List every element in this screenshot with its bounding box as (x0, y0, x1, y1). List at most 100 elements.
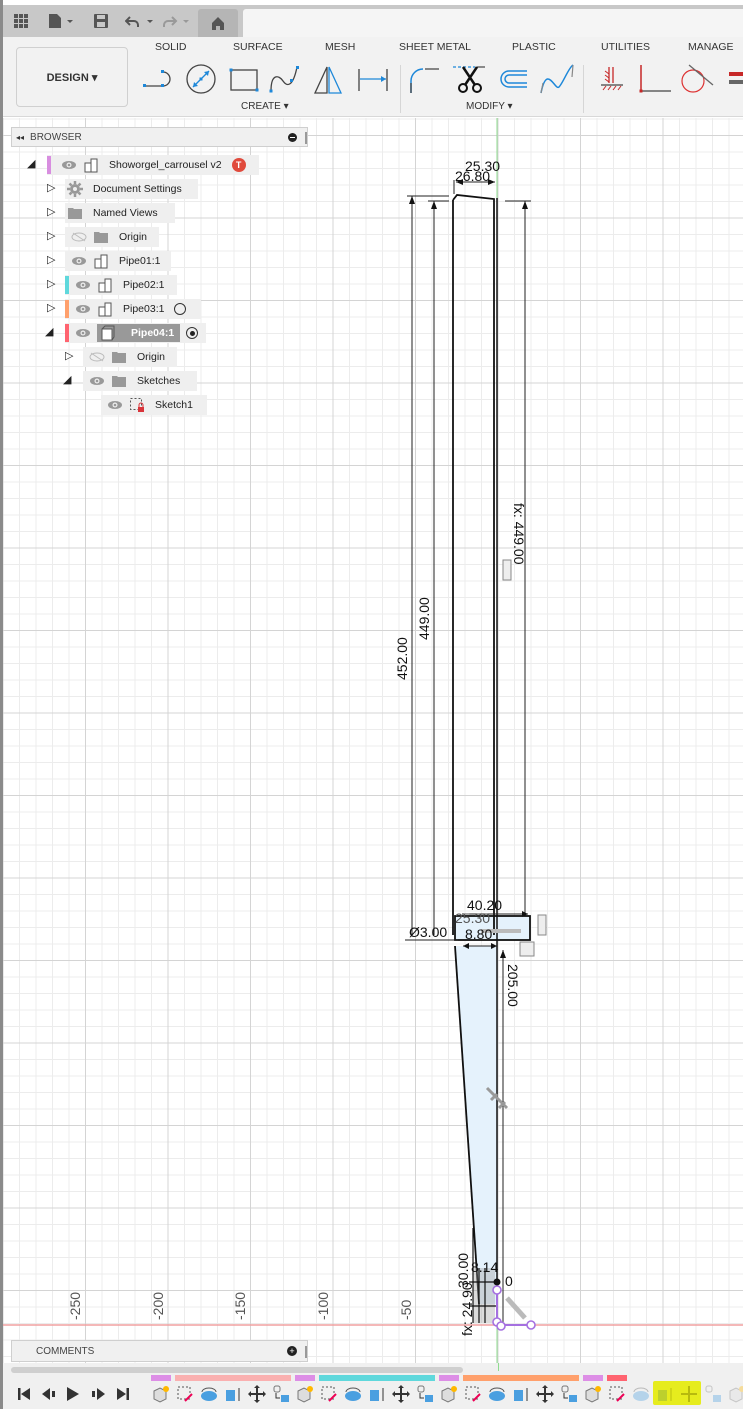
tangent-icon[interactable] (679, 63, 715, 95)
tab-mesh[interactable]: MESH (325, 41, 356, 53)
expand-triangle-open[interactable]: ◢ (45, 326, 54, 338)
revolve-feature-icon[interactable] (200, 1385, 218, 1403)
sketch-feature-icon[interactable] (464, 1385, 482, 1403)
dimension-fx-449[interactable]: fx: 449.00 (511, 503, 527, 565)
tree-item-pipe02[interactable]: Pipe02:1 (65, 275, 177, 295)
expand-triangle[interactable]: ▷ (47, 206, 56, 218)
tree-item-root[interactable]: Showorgel_carrousel v2 T (47, 155, 259, 175)
add-comment-icon[interactable]: + (287, 1346, 297, 1356)
move-feature-icon[interactable] (248, 1385, 266, 1403)
dimension-zero[interactable]: 0 (505, 1273, 513, 1289)
expand-triangle-open[interactable]: ◢ (27, 158, 36, 170)
extrude-feature-icon[interactable] (224, 1385, 242, 1403)
activate-radio-on[interactable] (186, 327, 199, 339)
tree-item-document-settings[interactable]: Document Settings (65, 179, 198, 199)
dimension-205[interactable]: 205.00 (505, 964, 521, 1007)
sketch-feature-icon[interactable] (608, 1385, 626, 1403)
align-feature-icon-rolled-back[interactable] (704, 1385, 722, 1403)
expand-triangle[interactable]: ▷ (47, 302, 56, 314)
step-back-icon[interactable] (41, 1387, 57, 1401)
tree-item-pipe04-origin[interactable]: Origin (83, 347, 177, 367)
dimension-top-outer[interactable]: 25.30 (465, 158, 501, 174)
new-component-icon[interactable] (440, 1385, 458, 1403)
tree-item-named-views[interactable]: Named Views (65, 203, 175, 223)
visibility-eye-icon[interactable] (75, 304, 91, 314)
go-to-start-icon[interactable] (17, 1387, 31, 1401)
dimension-8-14[interactable]: 8.14 (471, 1259, 499, 1275)
collapse-panel-icon[interactable]: ◂◂ (16, 132, 25, 142)
expand-triangle[interactable]: ▷ (47, 278, 56, 290)
tree-item-origin[interactable]: Origin (65, 227, 159, 247)
go-to-end-icon[interactable] (116, 1387, 130, 1401)
sketch-feature-icon[interactable] (176, 1385, 194, 1403)
revolve-feature-icon[interactable] (344, 1385, 362, 1403)
user-badge[interactable]: T (231, 158, 246, 172)
tree-item-sketches[interactable]: Sketches (83, 371, 197, 391)
circle-diameter-icon[interactable] (183, 63, 219, 95)
tree-item-sketch1[interactable]: Sketch1 (101, 395, 207, 415)
dimension-diameter[interactable]: Ø3.00 (409, 924, 448, 940)
trim-scissors-icon[interactable] (451, 63, 487, 95)
mirror-icon[interactable] (311, 63, 347, 95)
tree-item-pipe04[interactable]: Pipe04:1 (65, 323, 206, 343)
visibility-eye-icon[interactable] (71, 256, 87, 266)
timeline-scrollbar[interactable] (11, 1367, 463, 1373)
extrude-feature-icon[interactable] (512, 1385, 530, 1403)
new-component-icon[interactable] (584, 1385, 602, 1403)
new-component-icon-rolled-back[interactable] (728, 1385, 743, 1403)
tree-item-pipe03[interactable]: Pipe03:1 (65, 299, 201, 319)
tab-plastic[interactable]: PLASTIC (512, 41, 556, 53)
file-menu-button[interactable] (47, 5, 75, 37)
expand-triangle[interactable]: ▷ (47, 182, 56, 194)
hidden-eye-icon[interactable] (71, 232, 87, 242)
visibility-eye-icon[interactable] (89, 376, 105, 386)
comments-panel-header[interactable]: COMMENTS + (11, 1340, 308, 1362)
dimension-449[interactable]: 449.00 (416, 597, 432, 640)
home-tab[interactable] (198, 9, 238, 37)
extrude-feature-icon-rolled-back[interactable] (656, 1385, 674, 1403)
offset-icon[interactable] (495, 63, 531, 95)
redo-icon[interactable] (163, 5, 193, 37)
dimension-40-20[interactable]: 40.20 (467, 897, 503, 913)
perpendicular-icon[interactable] (637, 63, 673, 95)
undo-icon[interactable] (125, 5, 155, 37)
move-feature-icon[interactable] (536, 1385, 554, 1403)
tab-surface[interactable]: SURFACE (233, 41, 283, 53)
align-feature-icon[interactable] (272, 1385, 290, 1403)
visibility-eye-icon[interactable] (107, 400, 123, 410)
expand-triangle[interactable]: ▷ (47, 230, 56, 242)
move-feature-icon-rolled-back[interactable] (680, 1385, 698, 1403)
dimension-452[interactable]: 452.00 (394, 637, 410, 680)
modify-menu[interactable]: MODIFY ▾ (466, 101, 513, 112)
dimension-fx-24-9[interactable]: fx: 24.90 (459, 1282, 475, 1336)
panel-resize-handle[interactable] (305, 132, 307, 144)
play-icon[interactable] (66, 1386, 80, 1402)
fillet-icon[interactable] (407, 63, 443, 95)
visibility-eye-icon[interactable] (75, 280, 91, 290)
step-forward-icon[interactable] (91, 1387, 107, 1401)
tab-sheet-metal[interactable]: SHEET METAL (399, 41, 471, 53)
new-component-icon[interactable] (152, 1385, 170, 1403)
panel-resize-handle[interactable] (305, 1346, 307, 1358)
tab-utilities[interactable]: UTILITIES (601, 41, 651, 53)
save-icon[interactable] (93, 5, 109, 37)
align-feature-icon[interactable] (560, 1385, 578, 1403)
dimension-top-inner[interactable]: 26.80 (455, 168, 491, 184)
extrude-feature-icon[interactable] (368, 1385, 386, 1403)
workspace-switcher[interactable]: DESIGN ▾ (16, 47, 128, 107)
conic-curve-icon[interactable] (539, 63, 575, 95)
dimension-icon[interactable] (355, 63, 391, 95)
sketch-feature-icon[interactable] (320, 1385, 338, 1403)
document-tab[interactable] (243, 9, 743, 37)
expand-triangle-open[interactable]: ◢ (63, 374, 72, 386)
hidden-eye-icon[interactable] (89, 352, 105, 362)
new-component-icon[interactable] (296, 1385, 314, 1403)
move-feature-icon[interactable] (392, 1385, 410, 1403)
apps-grid-icon[interactable] (13, 5, 29, 37)
activate-radio-off[interactable] (174, 303, 187, 315)
equal-icon[interactable] (725, 63, 743, 95)
fix-constraint-icon[interactable] (595, 63, 631, 95)
minimize-panel-icon[interactable] (288, 132, 297, 142)
dimension-25-30-mid[interactable]: 25.30 (455, 910, 491, 926)
expand-triangle[interactable]: ▷ (65, 350, 74, 362)
